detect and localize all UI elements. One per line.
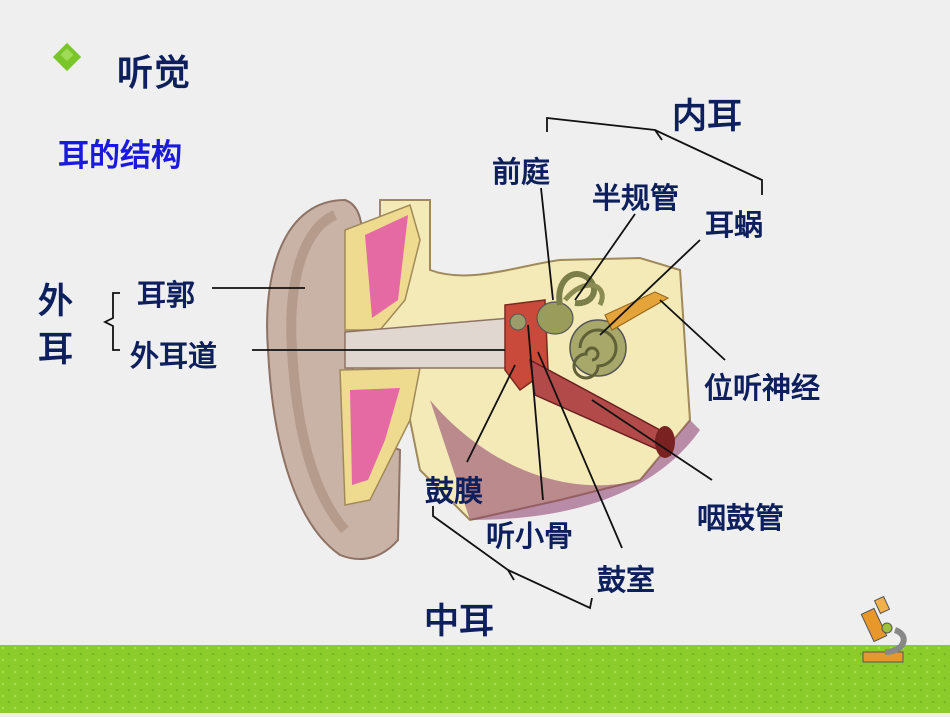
group-label-outer-ear: 外耳 — [38, 282, 74, 370]
ground-strip — [0, 645, 950, 713]
label-eardrum: 鼓膜 — [425, 474, 484, 508]
label-eustachian-tube: 咽鼓管 — [697, 501, 785, 535]
slide-title: 听觉 — [117, 53, 192, 94]
label-ossicles: 听小骨 — [486, 519, 574, 553]
slide-subtitle: 耳的结构 — [58, 138, 182, 174]
group-label-middle-ear: 中耳 — [424, 602, 495, 642]
label-ear-canal: 外耳道 — [130, 339, 218, 373]
label-tympanic-cavity: 鼓室 — [597, 563, 656, 597]
diamond-bullet-icon — [52, 42, 82, 72]
label-auricle: 耳郭 — [137, 278, 196, 312]
label-vestibule: 前庭 — [492, 155, 551, 189]
label-cochlea: 耳蜗 — [705, 208, 764, 242]
group-label-inner-ear: 内耳 — [672, 97, 743, 137]
label-semicircular-canals: 半规管 — [592, 181, 680, 215]
microscope-icon — [860, 595, 907, 663]
label-vestibulocochlear-nerve: 位听神经 — [704, 371, 821, 405]
